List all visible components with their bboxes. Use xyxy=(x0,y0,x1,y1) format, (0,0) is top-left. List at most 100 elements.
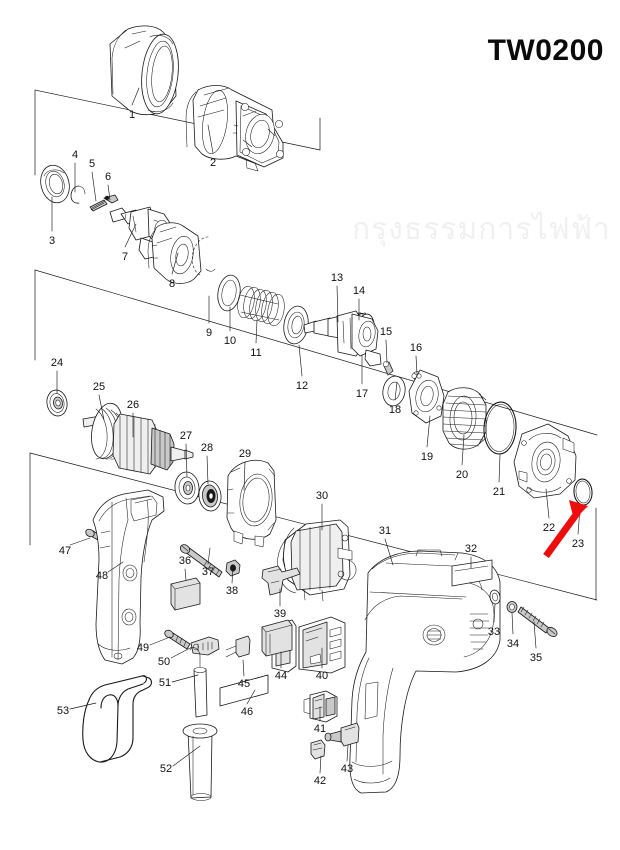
callout-number-33: 33 xyxy=(487,626,501,638)
callout-number-13: 13 xyxy=(330,272,344,284)
leader-line-51 xyxy=(171,674,199,683)
leader-line-25 xyxy=(98,394,105,421)
callout-number-20: 20 xyxy=(455,469,469,481)
callout-number-51: 51 xyxy=(158,677,172,689)
separator-lower xyxy=(29,452,598,601)
part-28-ball-bearing xyxy=(198,480,222,512)
callout-number-24: 24 xyxy=(50,357,64,369)
part-50-cord-clamp xyxy=(190,636,220,656)
part-5-anvil-pin xyxy=(89,199,108,212)
callout-number-36: 36 xyxy=(178,555,192,567)
leader-line-15 xyxy=(385,339,388,364)
part-40-switch xyxy=(298,616,346,674)
leader-line-12 xyxy=(298,344,303,377)
callout-number-34: 34 xyxy=(506,638,520,650)
part-45-lead-terminal xyxy=(225,635,251,658)
callout-number-45: 45 xyxy=(237,678,251,690)
part-49-tapping-screw xyxy=(164,629,191,650)
part-21-o-ring xyxy=(483,401,517,455)
part-9-hammer-pin xyxy=(191,236,216,276)
part-27-ball-bearing xyxy=(174,471,200,505)
part-35-tapping-screw xyxy=(517,606,558,637)
leader-line-36 xyxy=(184,568,187,581)
leader-line-18 xyxy=(394,381,398,401)
part-6-steel-ball xyxy=(103,194,119,204)
part-37-pan-head-screw xyxy=(179,544,223,578)
callout-number-48: 48 xyxy=(95,570,109,582)
callout-number-17: 17 xyxy=(355,388,369,400)
callout-number-52: 52 xyxy=(159,763,173,775)
page-title: TW0200 xyxy=(487,34,604,67)
part-46-insulation-sheet xyxy=(219,674,269,707)
leader-line-35 xyxy=(533,621,537,649)
watermark-text: กรุงธรรมการไฟฟ้า xyxy=(352,212,611,247)
callout-number-28: 28 xyxy=(200,442,214,454)
callout-number-37: 37 xyxy=(201,566,215,578)
callout-number-44: 44 xyxy=(274,670,288,682)
leader-line-13 xyxy=(336,285,339,323)
leader-line-11 xyxy=(255,319,258,344)
callout-number-6: 6 xyxy=(104,171,112,183)
leader-line-45 xyxy=(242,659,245,677)
part-41-reversing-switch xyxy=(303,690,338,723)
leader-line-5 xyxy=(91,171,97,202)
part-44-brush-holder-cap xyxy=(261,619,293,657)
leader-line-8 xyxy=(171,252,179,275)
leader-line-19 xyxy=(426,415,431,448)
part-39-terminal-plate xyxy=(261,565,301,596)
callout-number-25: 25 xyxy=(92,381,106,393)
leader-line-16 xyxy=(415,355,418,375)
callout-number-1: 1 xyxy=(128,109,136,121)
part-3-oil-seal xyxy=(40,164,70,204)
callout-number-9: 9 xyxy=(205,327,213,339)
part-23-o-ring-highlighted xyxy=(573,478,593,506)
callout-number-50: 50 xyxy=(157,656,171,668)
callout-number-46: 46 xyxy=(240,706,254,718)
part-48-handle-housing xyxy=(92,489,165,665)
callout-number-41: 41 xyxy=(313,723,327,735)
callout-number-42: 42 xyxy=(313,775,327,787)
callout-number-29: 29 xyxy=(238,448,252,460)
callout-number-14: 14 xyxy=(352,285,366,297)
part-8-hammer xyxy=(147,222,202,284)
callout-number-10: 10 xyxy=(223,335,237,347)
leader-line-28 xyxy=(206,455,209,485)
callout-number-31: 31 xyxy=(378,525,392,537)
callout-number-4: 4 xyxy=(71,149,79,161)
leader-line-22 xyxy=(545,488,550,519)
callout-number-40: 40 xyxy=(315,670,329,682)
part-24-ball-bearing xyxy=(46,389,68,417)
callout-number-38: 38 xyxy=(225,585,239,597)
callout-number-22: 22 xyxy=(542,522,556,534)
callout-number-53: 53 xyxy=(56,705,70,717)
callout-number-47: 47 xyxy=(58,545,72,557)
callout-number-15: 15 xyxy=(379,326,393,338)
callout-number-23: 23 xyxy=(571,538,585,550)
callout-number-19: 19 xyxy=(420,451,434,463)
leader-line-20 xyxy=(461,434,465,466)
part-53-wire-guard xyxy=(82,675,152,763)
part-34-washer xyxy=(506,601,518,613)
highlight-arrow xyxy=(543,500,588,559)
callout-number-11: 11 xyxy=(250,347,262,359)
part-31-motor-housing xyxy=(349,549,501,794)
part-1-bumper xyxy=(109,25,179,116)
callout-number-16: 16 xyxy=(409,342,423,354)
part-42-switch-knob xyxy=(310,739,326,760)
callout-number-35: 35 xyxy=(529,652,543,664)
part-18-washer xyxy=(382,375,406,407)
leader-line-31 xyxy=(384,538,394,566)
part-36-carbon-brush xyxy=(170,577,201,611)
leader-line-48 xyxy=(107,561,124,573)
part-30-field-coil xyxy=(277,519,357,602)
leader-line-2 xyxy=(207,124,214,154)
callout-number-2: 2 xyxy=(209,157,217,169)
part-52-power-supply-cord xyxy=(182,723,218,801)
leader-line-29 xyxy=(243,461,246,491)
leader-line-49 xyxy=(149,636,171,646)
separator-middle xyxy=(34,269,598,436)
part-4-retaining-ring xyxy=(70,185,86,204)
part-43-noise-suppressor xyxy=(324,722,360,747)
